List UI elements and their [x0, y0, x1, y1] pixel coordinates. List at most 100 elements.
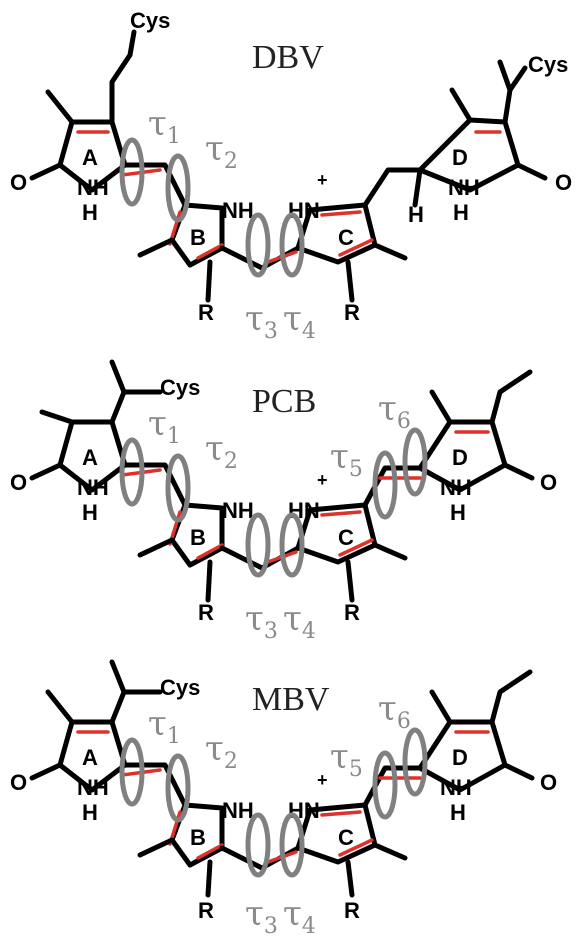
hn-c: HN: [288, 498, 320, 523]
r-b: R: [198, 300, 214, 325]
panel-title: DBV: [252, 39, 324, 76]
bond-line: [429, 689, 453, 725]
bond-line: [502, 462, 535, 481]
double-bond-highlight: [320, 510, 362, 517]
ring-label-a: A: [82, 145, 98, 170]
rotation-arrow-5: [372, 450, 398, 520]
r-c: R: [344, 300, 360, 325]
nh-a: NH: [77, 775, 109, 800]
tau-6: τ6: [378, 389, 411, 434]
cys-a: Cys: [130, 8, 170, 33]
nh-d: NH: [440, 475, 472, 500]
tau-4: τ4: [283, 299, 316, 344]
bond-line: [362, 167, 423, 208]
rotation-arrow-4: [279, 512, 305, 578]
nh-a: NH: [77, 175, 109, 200]
bond-line: [57, 119, 128, 193]
tau-5: τ5: [330, 737, 363, 782]
rotation-arrow-5: [372, 750, 398, 820]
rotation-arrow-3: [245, 512, 271, 578]
rotation-arrow-4: [279, 212, 305, 278]
bond-line: [137, 837, 175, 858]
bond-line: [362, 465, 423, 508]
bond-line: [45, 689, 75, 725]
rotation-arrow-1: [119, 137, 145, 207]
bond-line: [109, 359, 163, 425]
r-b: R: [198, 898, 214, 923]
tau-1: τ1: [148, 104, 181, 149]
bond-line: [45, 89, 75, 125]
tau-3: τ3: [245, 894, 278, 939]
bond-line: [412, 167, 423, 208]
tau-1: τ1: [148, 404, 181, 449]
ring-label-a: A: [82, 445, 98, 470]
bond-line: [502, 762, 535, 781]
ring-label-c: C: [338, 825, 354, 850]
h-a: H: [82, 800, 98, 825]
rotation-arrow-6: [402, 427, 428, 497]
bond-line: [345, 859, 355, 898]
tau-4: τ4: [283, 599, 316, 644]
double-bond-highlight: [196, 243, 224, 260]
bond-line: [489, 369, 533, 425]
bond-line: [429, 389, 453, 425]
h-d: H: [450, 800, 466, 825]
bond-line: [372, 242, 408, 261]
bond-line: [295, 202, 378, 265]
r-c: R: [344, 898, 360, 923]
ring-c: C HN + R: [266, 167, 423, 325]
nh-d: NH: [440, 775, 472, 800]
oxygen-left: O: [10, 770, 27, 795]
ring-label-d: D: [452, 145, 468, 170]
double-bond-highlight: [320, 810, 362, 817]
double-bond-highlight: [196, 843, 224, 860]
bond-line: [417, 117, 521, 193]
rotation-arrow-2: [165, 453, 191, 523]
h-a: H: [82, 200, 98, 225]
oxygen-left: O: [10, 170, 27, 195]
bond-line: [29, 762, 63, 781]
ring-label-d: D: [452, 745, 468, 770]
bond-line: [362, 765, 423, 808]
r-b: R: [198, 600, 214, 625]
ring-label-d: D: [452, 445, 468, 470]
rotation-arrow-4: [279, 812, 305, 878]
ring-c: C HN + R: [266, 465, 423, 625]
torsion-markers: τ1 τ2 τ3 τ4: [119, 104, 316, 344]
rotation-arrow-3: [245, 212, 271, 278]
bond-line: [205, 259, 213, 303]
panel-mbv: MBV A O NH H Cys B NH R: [10, 659, 557, 939]
tau-3: τ3: [245, 299, 278, 344]
bond-line: [122, 162, 188, 208]
bond-line: [205, 859, 213, 898]
bond-line: [57, 719, 128, 793]
panel-title: MBV: [252, 681, 330, 718]
tau-4: τ4: [283, 894, 316, 939]
ring-a: A O NH H Cys: [10, 359, 200, 525]
torsion-markers: τ1 τ2 τ3 τ4 τ5 τ6: [119, 689, 428, 939]
ring-label-c: C: [338, 225, 354, 250]
panel-title: PCB: [252, 383, 316, 420]
bond-line: [29, 462, 63, 481]
tau-1: τ1: [148, 704, 181, 749]
ring-label-a: A: [82, 745, 98, 770]
ring-a: A O NH H Cys: [10, 659, 200, 825]
r-c: R: [344, 600, 360, 625]
nh-d: NH: [448, 175, 480, 200]
bond-line: [205, 559, 213, 603]
ring-b: B NH R: [137, 498, 301, 625]
ring-label-c: C: [338, 525, 354, 550]
oxygen-right: O: [540, 770, 557, 795]
bond-line: [345, 559, 355, 603]
ring-label-b: B: [190, 525, 206, 550]
double-bond-highlight: [338, 238, 374, 257]
bond-line: [345, 259, 355, 303]
bond-line: [372, 542, 408, 561]
panel-dbv: DBV A O NH H Cys B NH R: [10, 8, 572, 344]
bond-line: [295, 802, 378, 865]
cys-d: Cys: [528, 52, 568, 77]
rotation-arrow-6: [402, 727, 428, 797]
oxygen-right: O: [540, 470, 557, 495]
double-bond-highlight: [320, 210, 362, 217]
